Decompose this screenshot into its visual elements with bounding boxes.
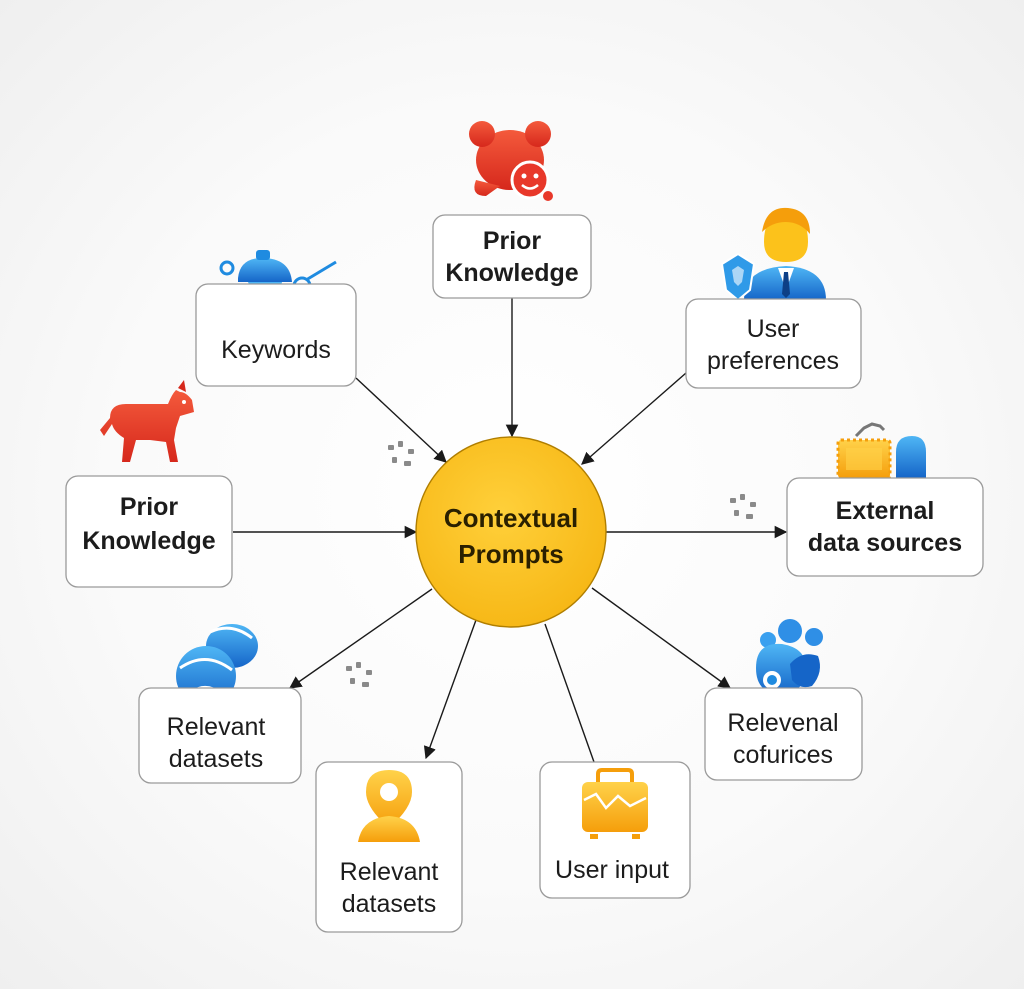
node-user-input[interactable]: User input bbox=[539, 761, 691, 899]
scatter-icon bbox=[346, 662, 372, 687]
node-label-line-2: cofurices bbox=[733, 741, 833, 769]
scatter-icon bbox=[730, 494, 756, 519]
hub-circle bbox=[415, 436, 607, 628]
node-prior-knowledge-top[interactable]: Prior Knowledge bbox=[432, 121, 592, 299]
hub-label-line-1: Contextual bbox=[444, 503, 578, 533]
location-person-icon bbox=[358, 770, 420, 842]
node-box bbox=[786, 477, 984, 577]
scatter-icon bbox=[388, 441, 414, 466]
horse-icon bbox=[100, 380, 194, 462]
node-label-line-1: Relevant bbox=[167, 713, 266, 741]
node-box bbox=[685, 298, 862, 389]
decorative-dots bbox=[346, 441, 756, 687]
connector-relevant-datasets-bottom bbox=[423, 619, 477, 760]
hub-label-line-2: Prompts bbox=[458, 539, 563, 569]
connector-relevenal-cofurices bbox=[591, 587, 732, 689]
bear-face-icon bbox=[469, 121, 553, 201]
connector-relevant-datasets-left bbox=[288, 588, 433, 689]
node-box bbox=[704, 687, 863, 781]
node-label-line-1: Keywords bbox=[221, 336, 331, 364]
node-label-line-1: Prior bbox=[120, 493, 179, 521]
businessman-icon bbox=[720, 207, 826, 302]
connector-user-preferences bbox=[581, 372, 687, 465]
connector-keywords bbox=[355, 377, 447, 463]
node-user-preferences[interactable]: User preferences bbox=[685, 207, 862, 389]
connector-user-input bbox=[544, 623, 595, 763]
node-box bbox=[315, 761, 463, 933]
briefcase-icon bbox=[582, 768, 648, 839]
node-label-line-2: Knowledge bbox=[445, 259, 578, 287]
node-prior-knowledge-left[interactable]: Prior Knowledge bbox=[65, 380, 233, 588]
node-label-line-1: User bbox=[747, 315, 800, 343]
stamp-icon bbox=[836, 422, 926, 480]
connectors bbox=[233, 298, 788, 763]
node-keywords[interactable]: Keywords bbox=[195, 250, 357, 387]
hub-node[interactable]: Contextual Prompts bbox=[415, 436, 607, 628]
node-label-line-1: External bbox=[836, 497, 935, 525]
node-external-data-sources[interactable]: External data sources bbox=[786, 422, 984, 577]
node-box bbox=[432, 214, 592, 299]
node-label-line-1: Relevant bbox=[340, 858, 439, 886]
node-box bbox=[65, 475, 233, 588]
node-label-line-2: datasets bbox=[342, 890, 437, 918]
node-label-line-1: Prior bbox=[483, 227, 542, 255]
node-relevant-datasets-left[interactable]: Relevant datasets bbox=[138, 624, 302, 784]
node-relevenal-cofurices[interactable]: Relevenal cofurices bbox=[704, 619, 863, 781]
node-label-line-2: data sources bbox=[808, 529, 962, 557]
node-box bbox=[138, 687, 302, 784]
node-label-line-2: datasets bbox=[169, 745, 264, 773]
node-label-line-1: User input bbox=[555, 856, 669, 884]
people-cluster-icon bbox=[756, 619, 823, 694]
node-box bbox=[195, 283, 357, 387]
node-label-line-2: preferences bbox=[707, 347, 839, 375]
node-relevant-datasets-bottom[interactable]: Relevant datasets bbox=[315, 761, 463, 933]
node-label-line-1: Relevenal bbox=[727, 709, 838, 737]
node-label-line-2: Knowledge bbox=[82, 527, 215, 555]
